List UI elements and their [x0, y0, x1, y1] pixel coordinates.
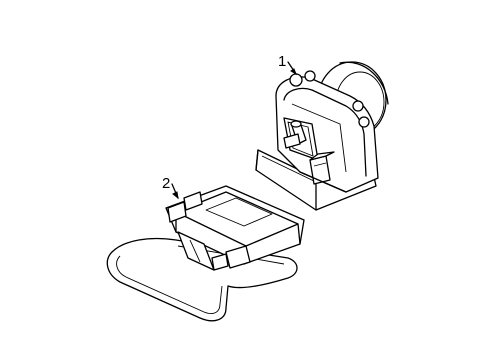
callout-2: 2 [162, 175, 179, 200]
callout-label-2: 2 [162, 175, 170, 192]
callout-label-1: 1 [278, 53, 286, 70]
part-1-module-assembly [255, 61, 389, 211]
part-2-bracket-assembly [106, 185, 305, 322]
callout-1: 1 [278, 53, 298, 76]
